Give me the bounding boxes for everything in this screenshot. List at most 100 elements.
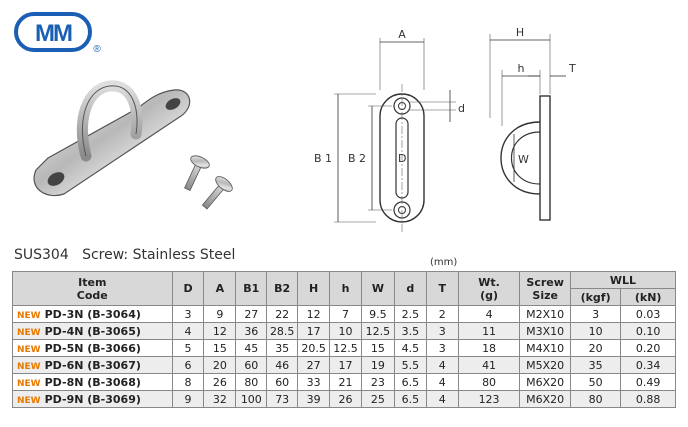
cell-B2: 28.5 (266, 322, 299, 340)
cell-h: 17 (329, 356, 362, 374)
header-wll: WLL (569, 271, 677, 289)
cell-B1: 27 (235, 305, 268, 323)
cell-B1: 100 (235, 390, 268, 408)
cell-A: 26 (203, 373, 237, 391)
cell-kgf: 35 (569, 356, 622, 374)
cell-T: 4 (425, 356, 459, 374)
cell-kgf: 80 (569, 390, 622, 408)
cell-screw: M4X10 (519, 339, 571, 357)
header-item-code: Item Code (12, 271, 173, 306)
cell-h: 12.5 (329, 339, 362, 357)
cell-d: 6.5 (393, 373, 427, 391)
registered-mark: ® (93, 44, 101, 54)
cell-B1: 45 (235, 339, 268, 357)
dim-label-B2: B 2 (348, 152, 366, 165)
dim-label-B1: B 1 (314, 152, 332, 165)
cell-A: 15 (203, 339, 237, 357)
cell-T: 3 (425, 322, 459, 340)
cell-D: 8 (171, 373, 205, 391)
cell-T: 2 (425, 305, 459, 323)
cell-A: 20 (203, 356, 237, 374)
pad-eye-product-image (33, 80, 233, 210)
header-B2: B2 (266, 271, 299, 306)
new-badge: NEW (17, 361, 41, 372)
cell-D: 6 (171, 356, 205, 374)
header-screw: Screw Size (519, 271, 571, 306)
cell-kn: 0.34 (620, 356, 676, 374)
cell-W: 23 (360, 373, 395, 391)
cell-screw: M2X10 (519, 305, 571, 323)
header-h: h (329, 271, 362, 306)
cell-W: 15 (360, 339, 395, 357)
cell-D: 5 (171, 339, 205, 357)
cell-wt: 123 (457, 390, 521, 408)
dim-label-D: D (398, 152, 406, 165)
cell-h: 7 (329, 305, 362, 323)
cell-D: 3 (171, 305, 205, 323)
cell-kn: 0.49 (620, 373, 676, 391)
header-code: Code (76, 288, 108, 302)
cell-B2: 73 (266, 390, 299, 408)
cell-kn: 0.88 (620, 390, 676, 408)
cell-T: 4 (425, 373, 459, 391)
cell-B2: 22 (266, 305, 299, 323)
cell-screw: M6X20 (519, 373, 571, 391)
cell-B1: 60 (235, 356, 268, 374)
cell-H: 17 (297, 322, 331, 340)
dimension-drawing: A B 1 B 2 D d W H h T (314, 26, 576, 232)
cell-h: 10 (329, 322, 362, 340)
cell-screw: M5X20 (519, 356, 571, 374)
cell-screw: M3X10 (519, 322, 571, 340)
cell-wt: 18 (457, 339, 521, 357)
header-D: D (171, 271, 205, 306)
cell-B2: 46 (266, 356, 299, 374)
cell-T: 3 (425, 339, 459, 357)
cell-wt: 80 (457, 373, 521, 391)
cell-kgf: 20 (569, 339, 622, 357)
new-badge: NEW (17, 327, 41, 338)
header-wt-label: Wt. (478, 275, 500, 289)
item-code: PD-5N (B-3066) (44, 341, 141, 355)
cell-kn: 0.10 (620, 322, 676, 340)
cell-screw: M6X20 (519, 390, 571, 408)
dim-label-A: A (398, 28, 406, 41)
header-wt-unit: (g) (480, 288, 499, 302)
cell-B2: 35 (266, 339, 299, 357)
cell-W: 9.5 (360, 305, 395, 323)
cell-kn: 0.20 (620, 339, 676, 357)
dim-label-W: W (518, 153, 529, 166)
cell-d: 2.5 (393, 305, 427, 323)
material-note: SUS304 Screw: Stainless Steel (14, 247, 236, 263)
dim-label-H: H (516, 26, 524, 39)
cell-wt: 41 (457, 356, 521, 374)
cell-A: 12 (203, 322, 237, 340)
cell-H: 20.5 (297, 339, 331, 357)
cell-wt: 11 (457, 322, 521, 340)
cell-h: 26 (329, 390, 362, 408)
item-code: PD-3N (B-3064) (44, 307, 141, 321)
cell-H: 12 (297, 305, 331, 323)
header-d: d (393, 271, 427, 306)
dim-label-T: T (568, 62, 576, 75)
cell-d: 4.5 (393, 339, 427, 357)
cell-B1: 36 (235, 322, 268, 340)
cell-kgf: 10 (569, 322, 622, 340)
header-kgf: (kgf) (569, 288, 622, 306)
cell-B1: 80 (235, 373, 268, 391)
new-badge: NEW (17, 310, 41, 321)
item-code: PD-8N (B-3068) (44, 375, 141, 389)
cell-kgf: 50 (569, 373, 622, 391)
logo-text: MM (35, 20, 72, 47)
header-kn: (kN) (620, 288, 676, 306)
unit-note: (mm) (430, 257, 458, 268)
header-H: H (297, 271, 331, 306)
